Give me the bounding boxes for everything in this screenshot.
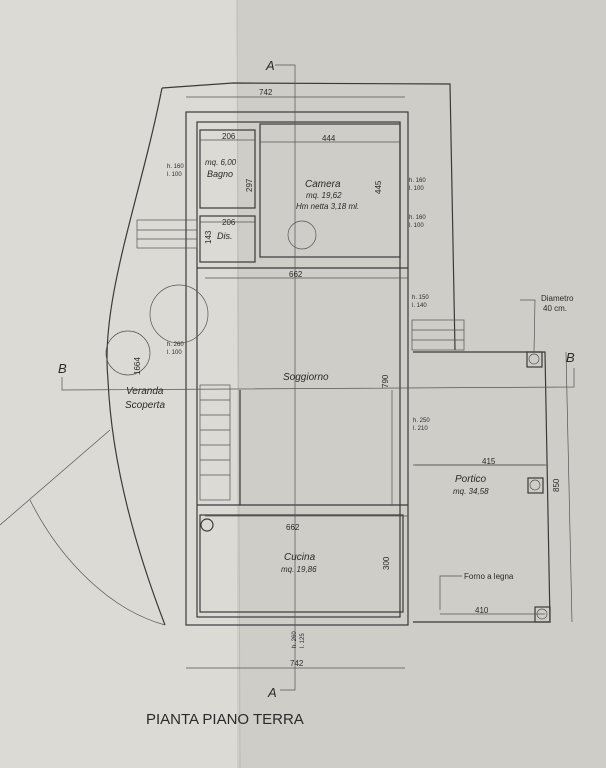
svg-text:h. 150: h. 150 xyxy=(412,295,429,301)
svg-text:l. 100: l. 100 xyxy=(409,186,424,192)
svg-text:l. 140: l. 140 xyxy=(412,303,427,309)
dim-camera-h: 445 xyxy=(374,180,383,194)
section-b-left: B xyxy=(58,361,67,376)
svg-text:l. 100: l. 100 xyxy=(409,223,424,229)
main-walls-outer xyxy=(185,111,409,626)
stairs xyxy=(136,219,465,501)
section-a-top: A xyxy=(265,58,275,73)
dim-soggiorno-h: 790 xyxy=(381,374,390,388)
svg-text:h. 160: h. 160 xyxy=(409,215,426,221)
svg-text:h. 260: h. 260 xyxy=(167,342,184,348)
dim-portico-w: 415 xyxy=(482,457,496,466)
main-walls-inner xyxy=(196,121,401,618)
bagno-label: Bagno xyxy=(207,169,233,179)
dim-hall-w: 662 xyxy=(289,270,303,279)
oven-note: Forno a legna xyxy=(464,572,514,581)
tree-circle xyxy=(149,284,209,344)
dim-cucina-w: 662 xyxy=(286,523,300,532)
paper-fold xyxy=(236,0,241,768)
bagno-room xyxy=(199,129,256,209)
section-b-right: B xyxy=(566,350,575,365)
svg-text:h. 160: h. 160 xyxy=(167,164,184,170)
dim-bottom-width: 742 xyxy=(290,659,304,668)
veranda-label-2: Scoperta xyxy=(125,400,165,411)
dim-dis-h: 143 xyxy=(204,230,213,244)
dim-portico-h: 850 xyxy=(552,478,561,492)
svg-text:l. 100: l. 100 xyxy=(167,350,182,356)
dim-camera-w: 444 xyxy=(322,134,336,143)
camera-label: Camera xyxy=(305,179,341,190)
svg-text:l. 210: l. 210 xyxy=(413,426,428,432)
section-a-line xyxy=(275,64,296,691)
dim-top-width: 742 xyxy=(259,88,273,97)
diameter-note-2: 40 cm. xyxy=(543,304,567,313)
camera-height: Hm netta 3,18 ml. xyxy=(296,202,359,211)
portico-outline xyxy=(413,351,551,623)
svg-text:h. 260: h. 260 xyxy=(292,631,298,648)
svg-text:h. 160: h. 160 xyxy=(409,178,426,184)
dim-cucina-h: 300 xyxy=(382,556,391,570)
tree-circle xyxy=(287,220,317,250)
opening-labels: h. 160 l. 100 h. 160 l. 100 h. 160 l. 100 h… xyxy=(167,164,430,648)
camera-area: mq. 19,62 xyxy=(306,191,342,200)
svg-text:l. 100: l. 100 xyxy=(167,172,182,178)
diameter-note: Diametro xyxy=(541,294,574,303)
page-title: PIANTA PIANO TERRA xyxy=(146,711,304,728)
dim-dis-w: 206 xyxy=(222,218,236,227)
dis-room xyxy=(199,215,256,263)
portico-area: mq. 34,58 xyxy=(453,487,489,496)
soggiorno-label: Soggiorno xyxy=(283,372,329,383)
dim-portico-bottom-w: 410 xyxy=(475,606,489,615)
svg-text:l. 125: l. 125 xyxy=(300,633,306,648)
portico-label: Portico xyxy=(455,474,487,485)
veranda-label: Veranda xyxy=(126,386,164,397)
section-a-bottom: A xyxy=(267,685,277,700)
paper-left xyxy=(0,0,237,768)
svg-text:h. 250: h. 250 xyxy=(413,418,430,424)
dimension-lines xyxy=(186,96,573,669)
paper-right xyxy=(237,0,606,768)
veranda-curve-inner xyxy=(0,429,166,626)
dis-label: Dis. xyxy=(217,231,233,241)
dim-veranda-h: 1664 xyxy=(133,357,142,375)
dim-bagno-h: 297 xyxy=(245,178,254,192)
cucina-label: Cucina xyxy=(284,552,316,563)
cucina-room xyxy=(199,514,404,613)
cucina-area: mq. 19,86 xyxy=(281,565,317,574)
section-b-line xyxy=(61,368,575,391)
tree-circle xyxy=(105,330,151,376)
veranda-curve xyxy=(106,87,166,626)
dim-bagno-w: 206 xyxy=(222,132,236,141)
bagno-area: mq. 6,00 xyxy=(205,158,237,167)
camera-room xyxy=(259,123,401,258)
site-boundary xyxy=(161,82,456,351)
